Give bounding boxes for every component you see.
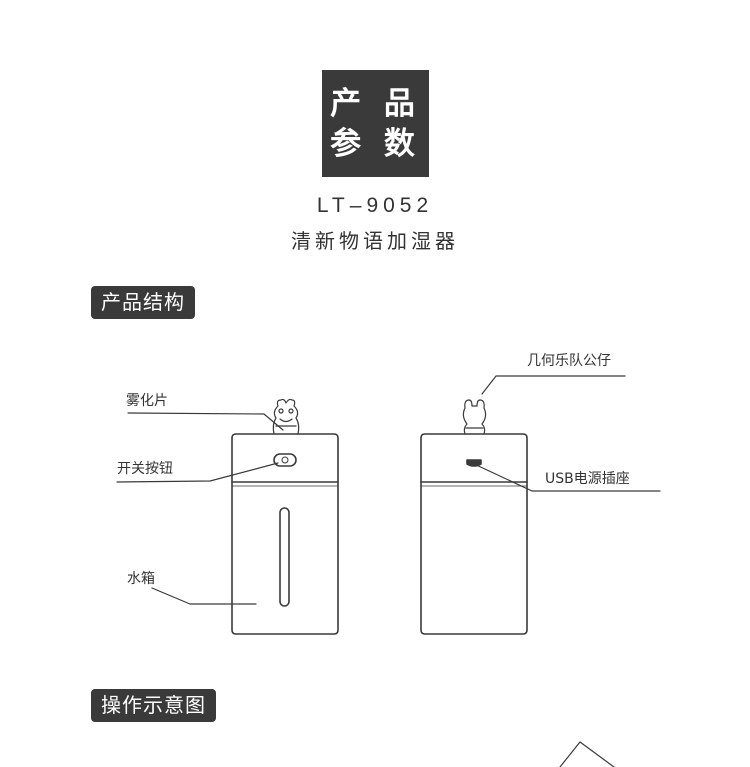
product-name: 清新物语加湿器 — [291, 229, 459, 253]
front-body-outline — [231, 433, 339, 635]
title-box: 产 品 参 数 — [322, 70, 429, 177]
usb-socket-icon — [466, 459, 482, 467]
section-tag-structure: 产品结构 — [91, 286, 195, 319]
label-figurine: 几何乐队公仔 — [527, 353, 611, 369]
leader-power-button — [116, 462, 279, 483]
back-body-outline — [420, 433, 528, 635]
front-figurine-icon — [272, 398, 300, 435]
section-tag-operation: 操作示意图 — [91, 689, 216, 722]
leader-atomizer — [127, 412, 284, 431]
power-button-icon — [273, 453, 297, 467]
front-view-humidifier — [231, 398, 339, 635]
back-view-humidifier — [420, 399, 528, 635]
label-usb-socket: USB电源插座 — [545, 471, 630, 487]
back-figurine-icon — [462, 399, 487, 435]
model-number: LT–9052 — [316, 194, 434, 217]
water-window — [279, 507, 290, 607]
label-water-tank: 水箱 — [127, 571, 155, 587]
leader-usb — [471, 462, 661, 492]
operation-diagram-partial — [559, 741, 615, 767]
label-atomizer: 雾化片 — [126, 393, 168, 409]
leader-figurine — [481, 375, 626, 395]
leader-water-tank — [151, 587, 257, 605]
title-line-2: 参 数 — [330, 125, 421, 162]
label-power-button: 开关按钮 — [117, 461, 173, 477]
title-line-1: 产 品 — [330, 85, 421, 122]
